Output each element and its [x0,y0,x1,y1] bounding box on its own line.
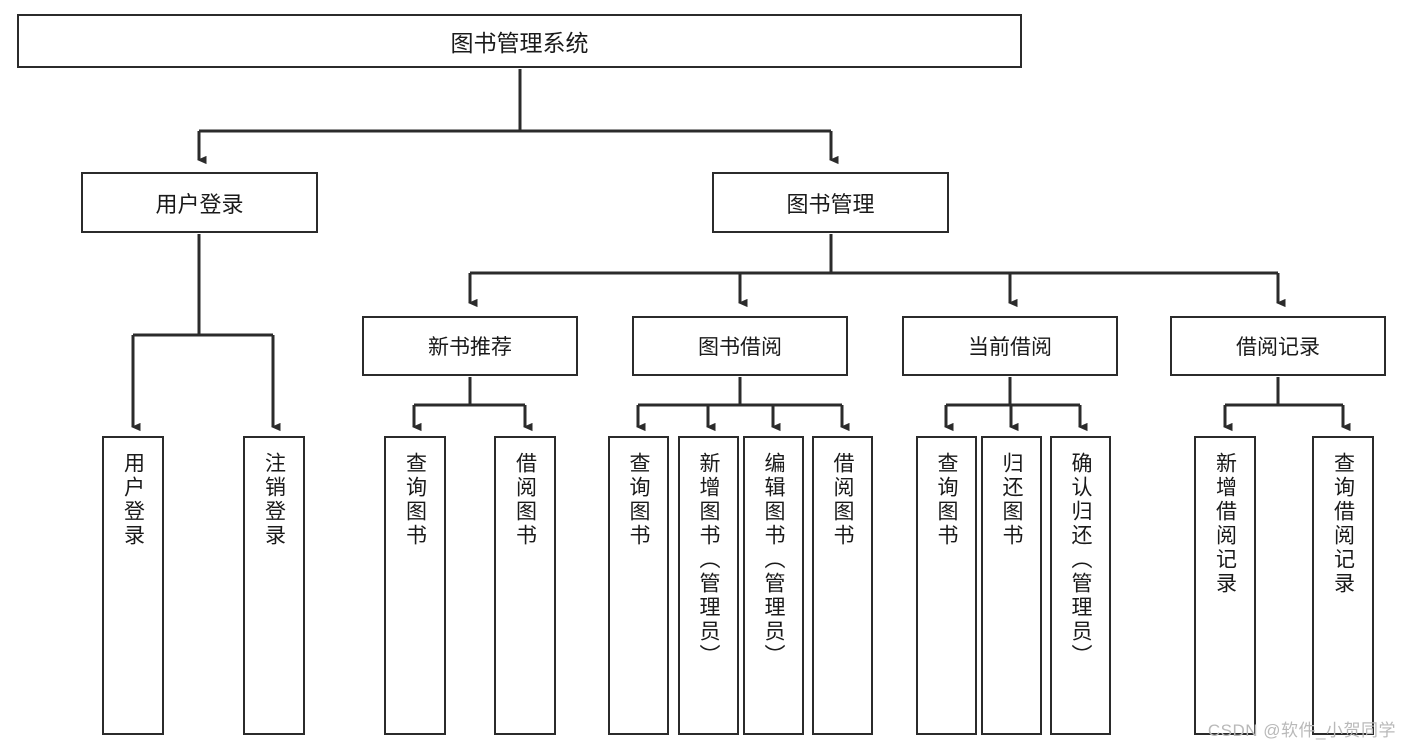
node-leaf-add-record[interactable]: 新增借阅记录 [1194,436,1256,735]
node-book-borrow[interactable]: 图书借阅 [632,316,848,376]
node-borrow-record-label: 借阅记录 [1236,336,1320,359]
node-leaf-edit-book-label: 编辑图书（管理员） [762,452,785,668]
node-book-manage-label: 图书管理 [786,191,875,217]
node-leaf-borrow-book-1-label: 借阅图书 [513,452,537,548]
node-leaf-query-book-1[interactable]: 查询图书 [384,436,446,735]
node-leaf-borrow-book-1[interactable]: 借阅图书 [494,436,556,735]
node-book-manage[interactable]: 图书管理 [712,172,949,233]
node-user-login-label: 用户登录 [155,191,244,217]
node-leaf-confirm-return[interactable]: 确认归还（管理员） [1050,436,1111,735]
node-new-book-rec-label: 新书推荐 [428,336,512,359]
node-borrow-record[interactable]: 借阅记录 [1170,316,1386,376]
node-leaf-logout-label: 注销登录 [262,452,286,548]
watermark: CSDN @软件_小贺同学 [1207,721,1396,740]
node-leaf-add-record-label: 新增借阅记录 [1213,452,1237,596]
node-root-label: 图书管理系统 [450,30,589,56]
node-leaf-borrow-book-2[interactable]: 借阅图书 [812,436,873,735]
node-leaf-query-book-3-label: 查询图书 [935,452,958,548]
node-leaf-logout[interactable]: 注销登录 [243,436,305,735]
node-book-borrow-label: 图书借阅 [698,336,782,359]
node-leaf-user-login-label: 用户登录 [121,452,145,548]
node-leaf-user-login[interactable]: 用户登录 [102,436,164,735]
node-user-login[interactable]: 用户登录 [81,172,318,233]
node-leaf-return-book-label: 归还图书 [1000,452,1023,548]
node-leaf-query-book-2[interactable]: 查询图书 [608,436,669,735]
node-leaf-return-book[interactable]: 归还图书 [981,436,1042,735]
node-leaf-add-book[interactable]: 新增图书（管理员） [678,436,739,735]
node-root[interactable]: 图书管理系统 [17,14,1022,68]
node-leaf-query-book-3[interactable]: 查询图书 [916,436,977,735]
node-leaf-borrow-book-2-label: 借阅图书 [831,452,854,548]
node-leaf-query-book-1-label: 查询图书 [403,452,427,548]
node-current-borrow-label: 当前借阅 [968,336,1052,359]
node-leaf-query-record[interactable]: 查询借阅记录 [1312,436,1374,735]
node-new-book-rec[interactable]: 新书推荐 [362,316,578,376]
node-leaf-confirm-return-label: 确认归还（管理员） [1069,452,1092,668]
node-leaf-query-record-label: 查询借阅记录 [1331,452,1355,596]
node-leaf-add-book-label: 新增图书（管理员） [697,452,720,668]
node-current-borrow[interactable]: 当前借阅 [902,316,1118,376]
node-leaf-query-book-2-label: 查询图书 [627,452,650,548]
node-leaf-edit-book[interactable]: 编辑图书（管理员） [743,436,804,735]
